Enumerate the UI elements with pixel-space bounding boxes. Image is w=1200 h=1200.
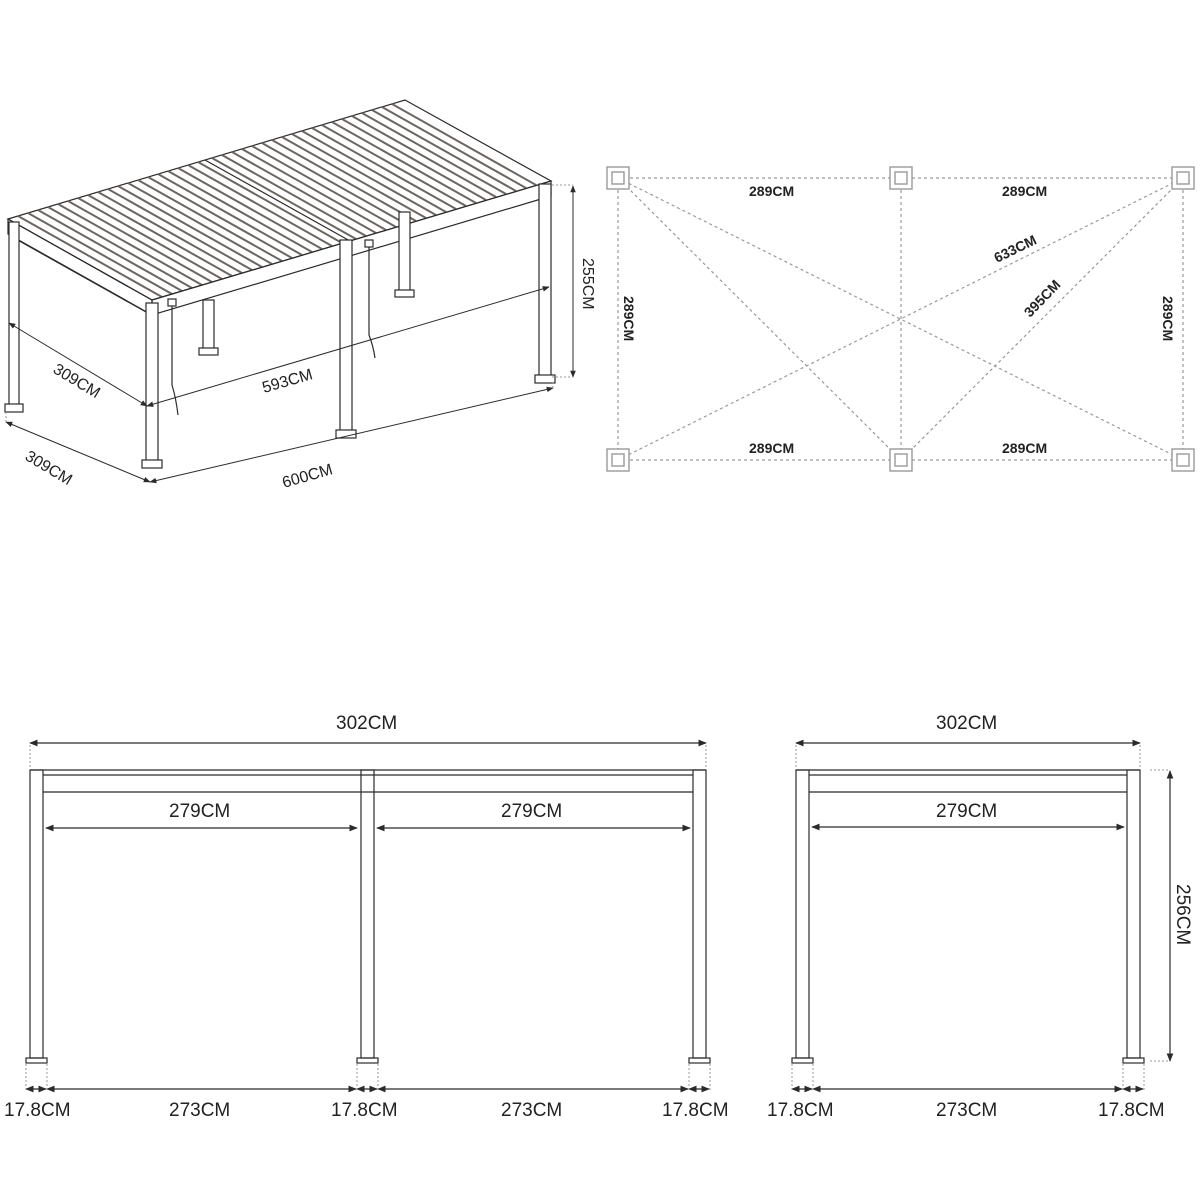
side-dimension-lines xyxy=(791,739,1174,1093)
isometric-view: 309CM 593CM 255CM 309CM 600CM xyxy=(4,99,596,492)
front-overall-width-label: 302CM xyxy=(336,713,397,734)
front-post-right-label: 17.8CM xyxy=(662,1100,729,1121)
side-view: 302CM 279CM 256CM 17.8CM 273CM 17.8CM xyxy=(767,713,1193,1121)
front-dimension-lines xyxy=(25,739,711,1093)
side-frame xyxy=(791,769,1145,1064)
iso-dimension-labels: 309CM 593CM 255CM 309CM 600CM xyxy=(22,258,596,492)
side-post-right-label: 17.8CM xyxy=(1098,1100,1165,1121)
iso-length-top-label: 593CM xyxy=(260,366,314,397)
plan-left-depth-label: 289CM xyxy=(621,296,637,341)
front-post-left-label: 17.8CM xyxy=(4,1100,71,1121)
front-frame xyxy=(25,769,711,1064)
iso-height-label: 255CM xyxy=(579,258,596,310)
plan-dashed-lines xyxy=(617,177,1184,461)
front-view: 302CM 279CM 279CM 17.8CM 273CM 17.8CM 27… xyxy=(4,713,729,1121)
side-dimension-labels: 302CM 279CM 256CM 17.8CM 273CM 17.8CM xyxy=(767,713,1193,1121)
plan-top-right-label: 289CM xyxy=(1002,183,1047,199)
side-height-label: 256CM xyxy=(1172,884,1193,945)
front-post-middle-label: 17.8CM xyxy=(331,1100,398,1121)
plan-view: 289CM 289CM 289CM 289CM 289CM 289CM 633C… xyxy=(606,166,1195,472)
plan-short-diagonal-label: 395CM xyxy=(1021,276,1064,320)
front-dimension-labels: 302CM 279CM 279CM 17.8CM 273CM 17.8CM 27… xyxy=(4,713,729,1121)
roof-louvers xyxy=(6,99,553,301)
plan-bottom-left-label: 289CM xyxy=(749,440,794,456)
plan-post-markers xyxy=(606,166,1195,472)
side-clear-span-label: 273CM xyxy=(936,1100,997,1121)
plan-right-depth-label: 289CM xyxy=(1160,296,1176,341)
side-inner-span-label: 279CM xyxy=(936,801,997,822)
plan-bottom-right-label: 289CM xyxy=(1002,440,1047,456)
front-clear-right-label: 273CM xyxy=(501,1100,562,1121)
side-overall-width-label: 302CM xyxy=(936,713,997,734)
front-inner-span-right-label: 279CM xyxy=(501,801,562,822)
iso-length-bottom-label: 600CM xyxy=(280,461,334,492)
plan-long-diagonal-label: 633CM xyxy=(991,232,1039,266)
iso-depth-top-label: 309CM xyxy=(50,361,103,402)
front-inner-span-left-label: 279CM xyxy=(169,801,230,822)
front-clear-left-label: 273CM xyxy=(169,1100,230,1121)
iso-depth-bottom-label: 309CM xyxy=(22,448,75,489)
plan-top-left-label: 289CM xyxy=(749,183,794,199)
side-post-left-label: 17.8CM xyxy=(767,1100,834,1121)
iso-dimension-lines xyxy=(5,184,576,484)
